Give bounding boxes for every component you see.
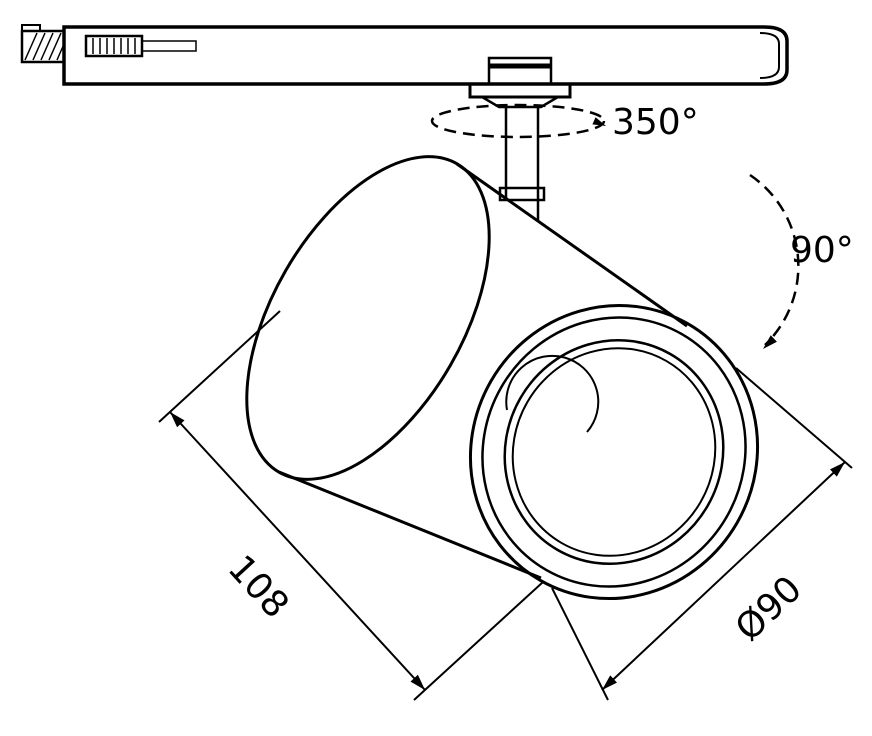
track-live-end-cap xyxy=(20,24,65,64)
dim-90-arrowhead-end-icon xyxy=(830,462,845,477)
adapter-neck xyxy=(477,95,563,109)
dim-108-label: 108 xyxy=(220,548,297,626)
dim-90-extension-line-a xyxy=(551,587,609,701)
lens-outer-rim xyxy=(468,303,760,601)
dimension-length-108: 108 xyxy=(158,310,544,701)
rotation-350-ellipse xyxy=(430,103,606,139)
lens-bore-ring xyxy=(503,338,725,566)
track-adapter xyxy=(468,56,572,109)
dim-108-arrowhead-start-icon xyxy=(170,412,185,428)
dim-90-label: Ø90 xyxy=(728,569,810,650)
dim-108-dimension-line xyxy=(169,411,426,691)
track-rail-outline xyxy=(62,25,789,86)
body-bottom-wall xyxy=(278,470,542,580)
lens-inner-ring xyxy=(511,347,717,557)
dim-108-extension-line-a xyxy=(158,310,281,423)
body-top-wall xyxy=(456,162,688,328)
stem xyxy=(498,107,546,221)
dim-90-extension-line-b xyxy=(735,367,853,469)
adapter-flange xyxy=(468,82,572,99)
dim-90-arrowhead-start-icon xyxy=(602,675,617,690)
dim-108-extension-line-b xyxy=(413,581,544,701)
adapter-lock-knob xyxy=(487,56,553,86)
tilt-90-indicator: 90° xyxy=(749,173,854,349)
tilt-90-label: 90° xyxy=(790,230,854,271)
dim-108-arrowhead-end-icon xyxy=(410,674,425,690)
track-rail xyxy=(20,24,789,86)
body-rear-cap xyxy=(245,155,491,481)
rotation-350-indicator: 350° xyxy=(430,102,699,143)
lamp-body xyxy=(245,155,760,601)
tilt-90-arrowhead-icon xyxy=(763,335,777,349)
track-rail-end-inner-line xyxy=(759,32,780,79)
rotation-350-arrowhead-icon xyxy=(592,117,606,126)
tilt-90-arc xyxy=(749,173,800,346)
dimension-diameter-90: Ø90 xyxy=(551,367,853,701)
lens-rim-ring-2 xyxy=(481,316,747,588)
lens-reflection-arc xyxy=(505,354,600,433)
rotation-350-label: 350° xyxy=(612,102,699,143)
dim-90-dimension-line xyxy=(601,461,846,691)
track-connector-block xyxy=(84,34,197,58)
